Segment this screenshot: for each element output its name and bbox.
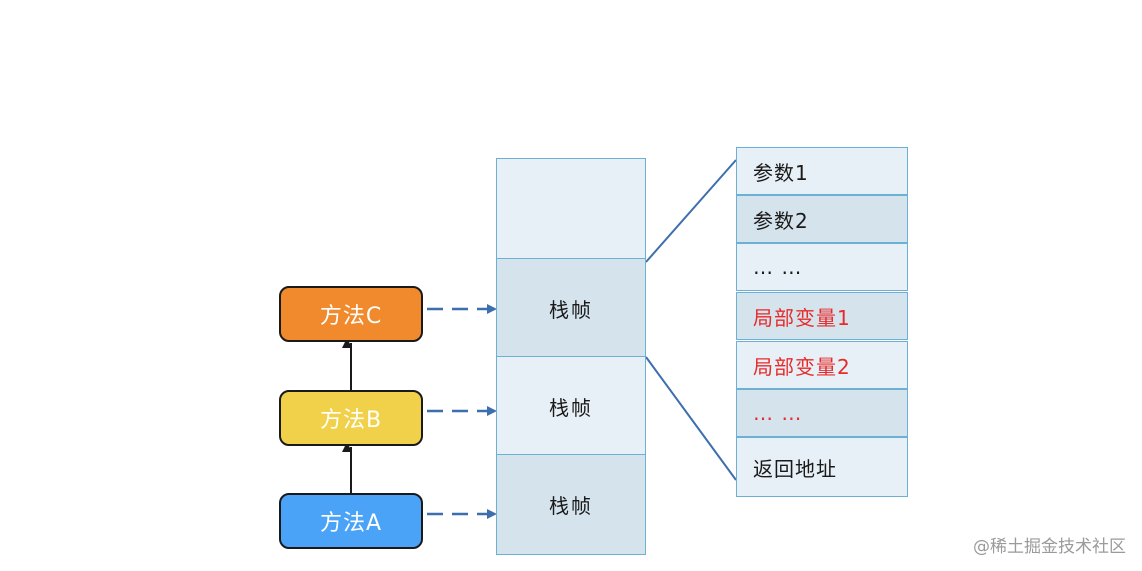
stack-frame-c: 栈帧: [496, 258, 646, 358]
zoom-line-bottom: [645, 356, 737, 481]
method-b-label: 方法B: [319, 408, 383, 433]
stack-frame-label: 栈帧: [549, 297, 593, 322]
method-c-box: 方法C: [279, 286, 423, 342]
zoom-line-top: [645, 159, 737, 263]
method-a-label: 方法A: [319, 511, 383, 536]
frame-row-label: 局部变量1: [753, 305, 851, 330]
stack-frame-b: 栈帧: [496, 356, 646, 456]
watermark: @稀土掘金技术社区: [973, 537, 1126, 557]
frame-row-label: 参数2: [753, 208, 809, 233]
frame-row-label: 局部变量2: [753, 354, 851, 379]
method-a-box: 方法A: [279, 493, 423, 549]
stack-frame-a: 栈帧: [496, 454, 646, 555]
frame-row-label: … …: [753, 401, 803, 425]
frame-detail-panel: 参数1 参数2 … … 局部变量1 局部变量2 … … 返回地址: [736, 147, 908, 497]
frame-row-param1: 参数1: [736, 147, 908, 195]
method-b-box: 方法B: [279, 390, 423, 446]
frame-row-ellipsis-2: … …: [736, 389, 908, 437]
stack-frame-label: 栈帧: [549, 494, 593, 518]
frame-row-param2: 参数2: [736, 195, 908, 243]
frame-row-ellipsis-1: … …: [736, 243, 908, 291]
stack-column: 栈帧 栈帧 栈帧: [496, 158, 646, 555]
method-c-label: 方法C: [319, 304, 383, 329]
stack-empty-cell: [496, 158, 646, 260]
frame-row-return-address: 返回地址: [736, 437, 908, 497]
stack-frame-label: 栈帧: [549, 395, 593, 420]
frame-row-local1: 局部变量1: [736, 292, 908, 340]
frame-row-label: 返回地址: [753, 456, 837, 481]
frame-row-label: 参数1: [753, 160, 809, 185]
frame-row-label: … …: [753, 255, 803, 279]
frame-row-local2: 局部变量2: [736, 341, 908, 389]
